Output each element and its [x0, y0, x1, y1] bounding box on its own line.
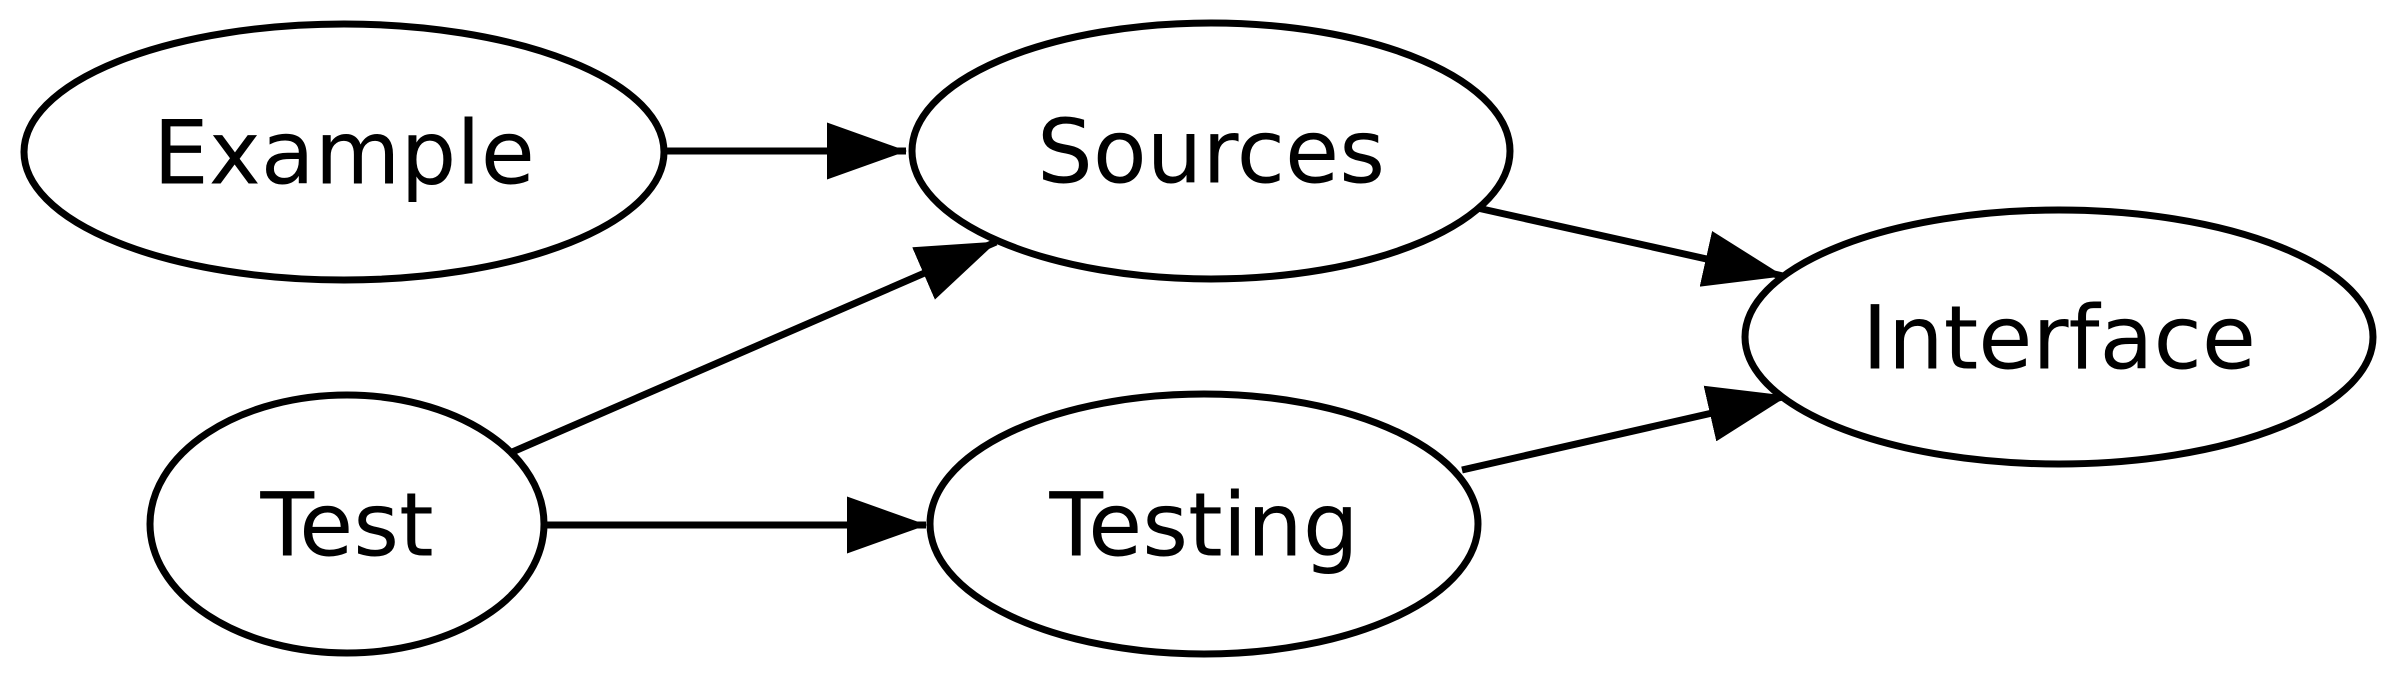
node-example-label: Example	[153, 102, 535, 205]
edge-test-to-sources	[508, 238, 998, 457]
node-interface: Interface	[1741, 206, 2377, 468]
node-sources-label: Sources	[1037, 101, 1385, 204]
node-example: Example	[20, 20, 668, 284]
node-sources: Sources	[908, 19, 1514, 283]
node-test: Test	[146, 391, 548, 657]
node-interface-label: Interface	[1862, 287, 2256, 390]
node-test-label: Test	[259, 474, 433, 577]
node-testing-ellipse	[926, 390, 1482, 658]
node-testing-label: Testing	[1048, 474, 1358, 577]
node-test-ellipse	[146, 391, 548, 657]
edge-testing-to-interface	[1461, 385, 1788, 474]
node-example-ellipse	[20, 20, 668, 284]
edge-sources-to-interface	[1454, 199, 1784, 287]
node-interface-ellipse	[1741, 206, 2377, 468]
node-sources-ellipse	[908, 19, 1514, 283]
node-testing: Testing	[926, 390, 1482, 658]
